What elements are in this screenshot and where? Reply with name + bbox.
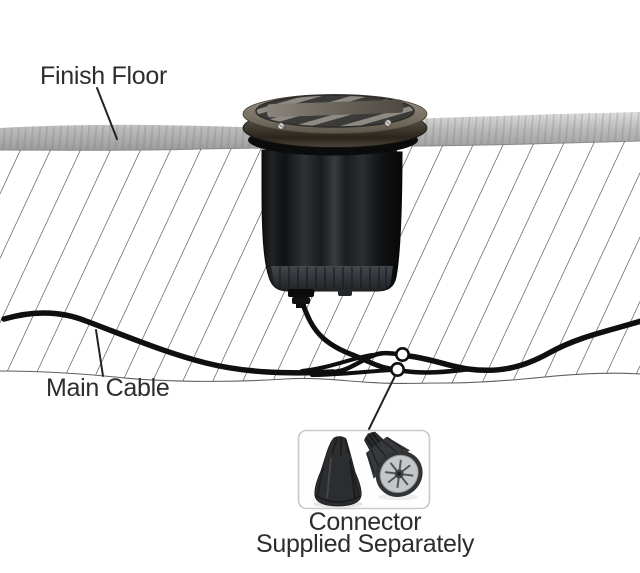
finish-floor-leader-line [96, 87, 118, 140]
connector-leader-line [368, 375, 396, 430]
main-cable-label: Main Cable [46, 374, 170, 402]
connector-caption-line1: Connector [308, 508, 422, 536]
main-cable-leader-line [95, 329, 104, 377]
cable-twist-strand [300, 353, 374, 373]
cables [1, 296, 640, 377]
connector-caption: Connector Supplied Separately [255, 508, 475, 558]
wire-nut-face-icon [364, 431, 423, 497]
cap-screw-icon [277, 122, 285, 130]
fixture-cap [242, 94, 428, 148]
wire-connector-nodes [389, 346, 410, 377]
cable-twist-strand [401, 366, 473, 375]
cap-center-bar [266, 99, 404, 118]
main-cable-path [1, 310, 336, 376]
connector-detail-box [297, 429, 431, 510]
wire-nut-side-icon [314, 436, 362, 507]
cable-gland [288, 289, 314, 308]
connector-caption-line2: Supplied Separately [255, 530, 475, 558]
fixture-foot [338, 289, 352, 296]
fixture-lead-cable [298, 296, 395, 372]
leader-lines [95, 87, 396, 430]
finish-floor-label: Finish Floor [40, 62, 167, 90]
connector-node-icon [394, 346, 410, 362]
well-light-fixture [242, 94, 428, 308]
cable-twist-strand [310, 368, 393, 377]
cap-screw-icon [384, 119, 392, 127]
main-cable-path-right [406, 318, 640, 374]
fixture-base [271, 266, 393, 291]
ground-edge-line [0, 370, 640, 384]
connector-node-icon [389, 361, 405, 377]
